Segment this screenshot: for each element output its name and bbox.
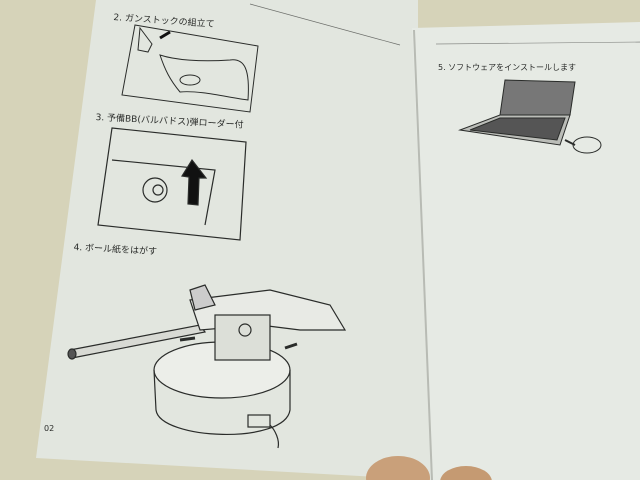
laptop-illustration: [458, 79, 602, 154]
finger-left: [366, 456, 430, 480]
step-5-label: 5. ソフトウェアをインストールします: [438, 63, 577, 72]
bb-loader-illustration: [97, 127, 247, 241]
turret-rifle-illustration: [67, 284, 347, 449]
left-page: [36, 0, 432, 480]
right-page: [412, 22, 640, 480]
finger-right: [440, 466, 492, 480]
header-rule: [249, 3, 401, 46]
spine: [413, 29, 433, 480]
page-number: 02: [44, 424, 55, 433]
gunstock-illustration: [121, 24, 259, 113]
header-rule-right: [435, 41, 640, 45]
